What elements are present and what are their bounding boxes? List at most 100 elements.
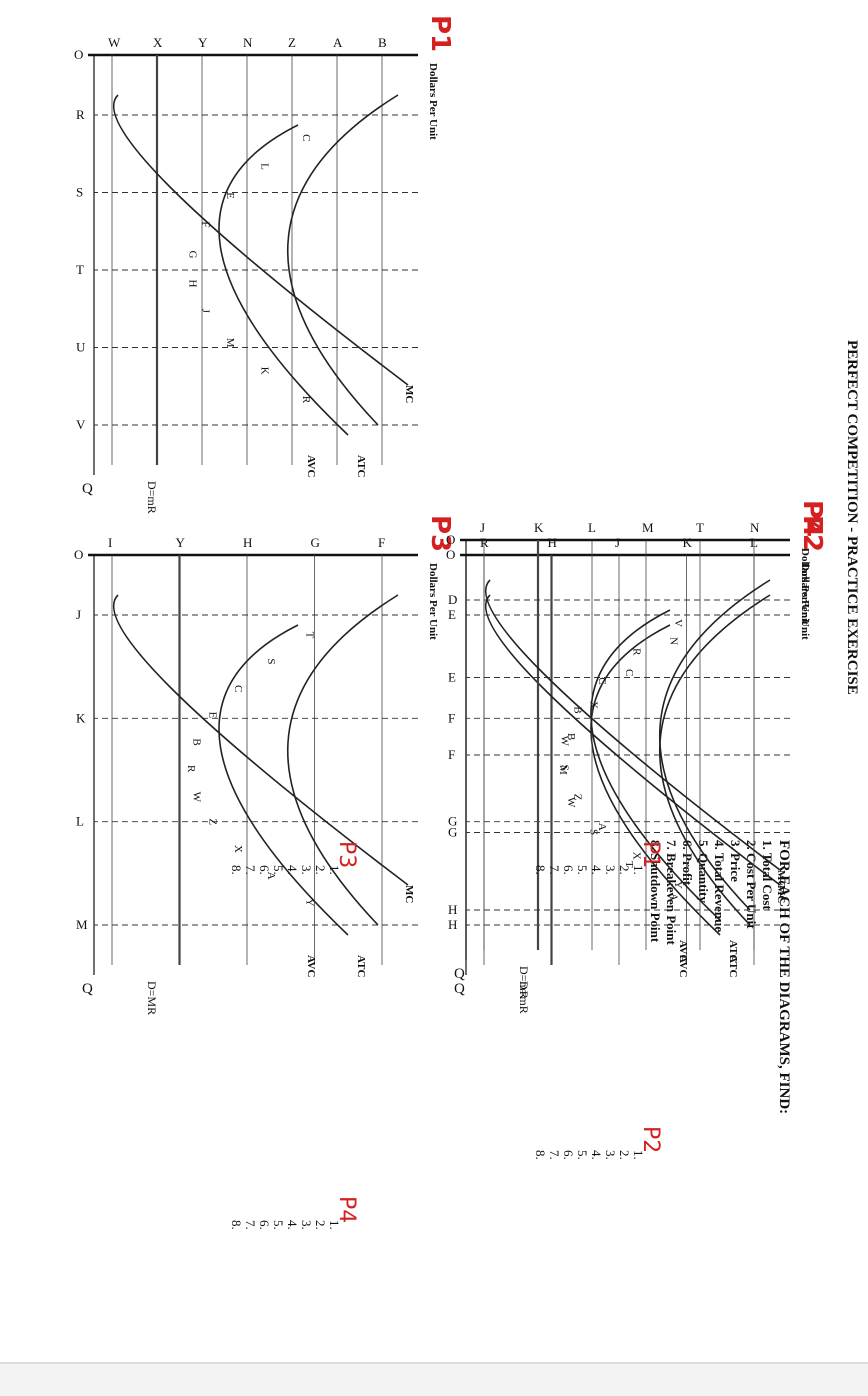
point-label: X (630, 852, 642, 860)
price-label: K (534, 520, 544, 535)
quantity-label: E (448, 670, 456, 685)
answer-number[interactable]: 2. (313, 1220, 328, 1230)
answer-number[interactable]: 3. (603, 1150, 618, 1160)
point-label: A (668, 893, 680, 901)
point-label: L (258, 163, 270, 170)
price-label: Y (176, 535, 186, 550)
answer-number[interactable]: 6. (561, 1150, 576, 1160)
answer-number[interactable]: 3. (299, 865, 314, 875)
quantity-label: J (76, 607, 81, 622)
instruction-item: 8. Shutdown Point (648, 840, 663, 943)
point-label: A (596, 823, 608, 831)
mc-curve (112, 594, 409, 886)
atc-curve (287, 94, 399, 426)
instruction-item: 4. Total Revenue (712, 840, 727, 932)
price-label: R (480, 535, 489, 550)
answer-number[interactable]: 5. (271, 1220, 286, 1230)
quantity-label: U (76, 340, 86, 355)
answer-number[interactable]: 6. (257, 1220, 272, 1230)
avc-label: AVC (305, 955, 317, 977)
avc-label: AVC (677, 955, 689, 977)
point-label: S (588, 829, 600, 835)
point-label: M (557, 765, 569, 775)
demand-label: D=mR (517, 966, 531, 999)
answer-number[interactable]: 5. (575, 1150, 590, 1160)
price-label: G (311, 535, 320, 550)
quantity-label: H (448, 917, 457, 932)
instruction-item: 6. Profit (680, 840, 695, 886)
answer-number[interactable]: 2. (617, 865, 632, 875)
quantity-label: F (448, 710, 455, 725)
answer-number[interactable]: 1. (631, 1150, 646, 1160)
answer-number[interactable]: 1. (631, 865, 646, 875)
answer-number[interactable]: 8. (533, 1150, 548, 1160)
answer-number[interactable]: 1. (327, 865, 342, 875)
point-label: V (672, 619, 684, 627)
origin-label: O (74, 547, 83, 562)
handwritten-tag: P2 (797, 515, 827, 552)
point-label: E (224, 192, 236, 199)
quantity-label: H (448, 902, 457, 917)
price-label: L (588, 520, 596, 535)
q-axis-label: Q (454, 981, 465, 997)
avc-curve (218, 624, 349, 936)
page-title: PERFECT COMPETITION - PRACTICE EXERCISE (844, 340, 860, 695)
demand-label: D=mR (517, 981, 531, 1014)
answer-tag: P3 (334, 841, 359, 868)
handwritten-tag: P4 (797, 500, 827, 537)
answer-number[interactable]: 5. (575, 865, 590, 875)
answer-number[interactable]: 2. (617, 1150, 632, 1160)
point-label: W (190, 792, 202, 803)
mc-label: MC (403, 885, 415, 903)
price-label: N (243, 35, 253, 50)
answer-number[interactable]: 7. (547, 1150, 562, 1160)
answer-number[interactable]: 6. (561, 865, 576, 875)
answer-number[interactable]: 2. (313, 865, 328, 875)
answer-number[interactable]: 7. (243, 1220, 258, 1230)
point-label: C (300, 134, 312, 141)
price-label: J (480, 520, 485, 535)
mc-curve (484, 579, 781, 871)
answer-number[interactable]: 6. (257, 865, 272, 875)
answer-number[interactable]: 8. (533, 865, 548, 875)
point-label: X (232, 845, 244, 853)
answer-number[interactable]: 4. (285, 1220, 300, 1230)
answer-number[interactable]: 7. (243, 865, 258, 875)
avc-curve (590, 624, 721, 936)
answer-number[interactable]: 4. (589, 1150, 604, 1160)
answer-number[interactable]: 3. (299, 1220, 314, 1230)
point-label: T (623, 861, 635, 868)
price-label: M (642, 520, 654, 535)
answer-number[interactable]: 3. (603, 865, 618, 875)
handwritten-tag: P3 (425, 515, 455, 552)
answer-number[interactable]: 4. (589, 865, 604, 875)
point-label: T (304, 632, 316, 639)
point-label: S (559, 765, 571, 771)
answer-number[interactable]: 1. (327, 1220, 342, 1230)
demand-label: D=mR (145, 481, 159, 514)
avc-label: AVC (305, 455, 317, 477)
answer-number[interactable]: 7. (547, 865, 562, 875)
quantity-label: S (76, 185, 83, 200)
origin-label: O (446, 547, 455, 562)
price-label: T (696, 520, 704, 535)
point-label: W (565, 797, 577, 808)
answer-number[interactable]: 4. (285, 865, 300, 875)
mc-label: MC (775, 885, 787, 903)
q-axis-label: Q (454, 966, 465, 982)
quantity-label: V (76, 417, 86, 432)
answer-number[interactable]: 8. (229, 865, 244, 875)
answer-number[interactable]: 5. (271, 865, 286, 875)
price-label: I (108, 535, 112, 550)
mc-curve (484, 594, 781, 886)
answer-number[interactable]: 8. (229, 1220, 244, 1230)
quantity-label: T (76, 262, 84, 277)
point-label: Z (206, 818, 218, 825)
point-label: S (265, 658, 277, 664)
point-label: Z (571, 794, 583, 801)
atc-label: ATC (727, 940, 739, 962)
price-label: H (243, 535, 252, 550)
quantity-label: L (76, 814, 84, 829)
point-label: B (190, 738, 202, 745)
